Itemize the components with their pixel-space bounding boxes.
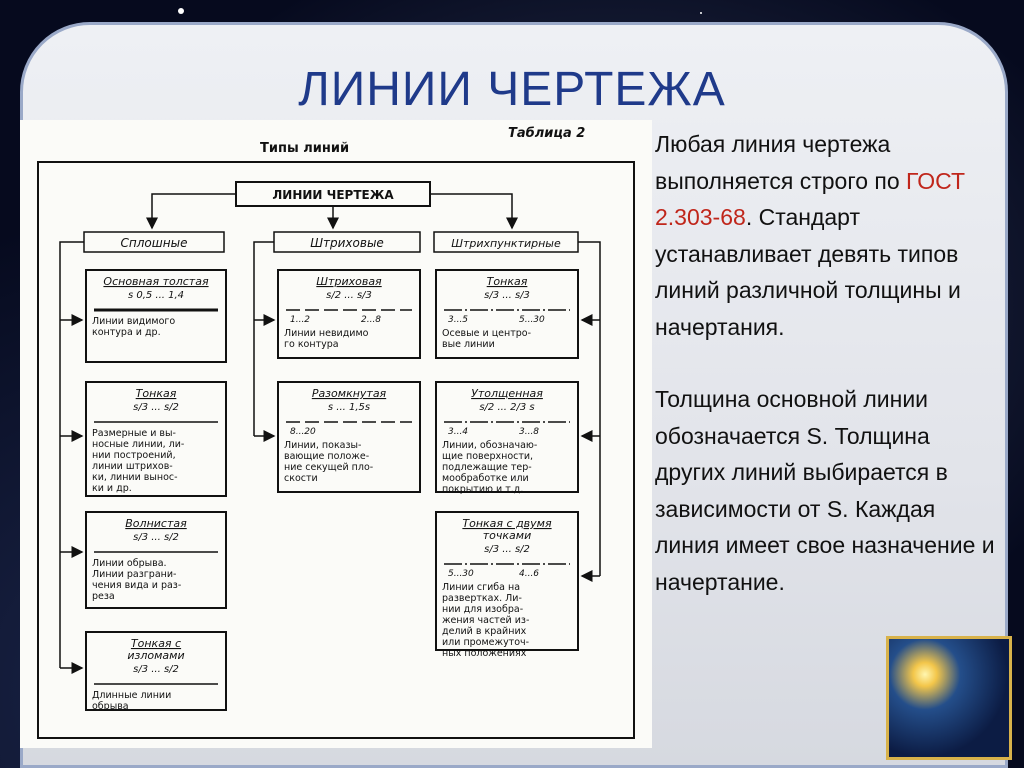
line-type-description: мообработке или <box>442 473 529 484</box>
line-type-description: ных положениях <box>442 648 527 659</box>
line-type-box <box>435 381 579 493</box>
description-text: Любая линия чертежа выполняется строго п… <box>655 126 1005 600</box>
line-type-description: или промежуточ- <box>442 637 529 648</box>
line-thickness: s/2 ... 2/3 s <box>479 402 534 413</box>
line-thickness: s 0,5 ... 1,4 <box>128 290 184 301</box>
line-type-box <box>85 381 227 497</box>
paragraph-2: Толщина основной линии обозначается S. Т… <box>655 386 995 595</box>
line-type-description: Осевые и центро- <box>442 328 531 339</box>
line-type-description: Линии обрыва. <box>92 558 167 569</box>
astronaut-illustration <box>886 636 1012 760</box>
line-type-description: нии для изобра- <box>442 604 523 615</box>
line-type-name: Волнистая <box>125 517 187 530</box>
outer-frame <box>37 161 635 739</box>
line-type-name: Основная толстая <box>103 275 209 288</box>
line-type-name: Тонкая <box>136 387 177 400</box>
table-label: Таблица 2 <box>508 126 585 141</box>
line-type-description: ние секущей пло- <box>284 462 373 473</box>
line-type-box <box>277 381 421 493</box>
line-type-description: делий в крайних <box>442 626 527 637</box>
line-thickness: s ... 1,5s <box>328 402 370 413</box>
line-type-description: линии штрихов- <box>92 461 173 472</box>
p1-end: . Стандарт устанавливает девять типов ли… <box>655 204 961 340</box>
group-dashdot-label: Штрихпунктирные <box>451 237 561 250</box>
line-type-name: Разомкнутая <box>312 387 387 400</box>
line-type-description: обрыва <box>92 701 129 712</box>
line-type-description: скости <box>284 473 318 484</box>
star <box>700 12 702 14</box>
line-type-description: чения вида и раз- <box>92 580 181 591</box>
line-type-name: изломами <box>127 649 184 662</box>
group-dashed-label: Штриховые <box>310 236 384 250</box>
line-type-box <box>85 631 227 711</box>
line-type-description: вающие положе- <box>284 451 369 462</box>
line-type-name: точками <box>483 529 531 542</box>
line-thickness: s/3 ... s/2 <box>484 544 530 555</box>
line-type-box <box>435 269 579 359</box>
line-type-description: подлежащие тер- <box>442 462 532 473</box>
dimension-label: 3...5 <box>448 315 468 325</box>
line-type-description: Линии, обозначаю- <box>442 440 537 451</box>
line-type-description: покрытию и т.д. <box>442 484 523 495</box>
line-type-description: вые линии <box>442 339 495 350</box>
line-type-description: реза <box>92 591 115 602</box>
dimension-label: 5...30 <box>448 569 474 579</box>
line-type-description: го контура <box>284 339 339 350</box>
paragraph-1: Любая линия чертежа выполняется строго п… <box>655 126 1005 345</box>
dimension-label: 3...8 <box>519 427 539 437</box>
line-type-description: ки и др. <box>92 483 132 494</box>
line-type-description: Линии, показы- <box>284 440 361 451</box>
slide-title: ЛИНИИ ЧЕРТЕЖА <box>298 63 726 116</box>
line-thickness: s/3 ... s/3 <box>484 290 530 301</box>
diagram-svg: Таблица 2 Типы линий ЛИНИИ ЧЕРТЕЖА Сплош… <box>37 126 635 739</box>
line-thickness: s/3 ... s/2 <box>133 532 179 543</box>
p1-start: Любая линия чертежа выполняется строго п… <box>655 131 900 194</box>
line-type-description: ки, линии вынос- <box>92 472 178 483</box>
root-label: ЛИНИИ ЧЕРТЕЖА <box>272 188 394 202</box>
dimension-label: 8...20 <box>290 427 316 437</box>
line-type-box <box>85 269 227 363</box>
line-type-name: Тонкая с <box>131 637 181 650</box>
gost-reference: ГОСТ 2.303-68 <box>655 167 965 231</box>
line-type-box <box>85 511 227 609</box>
line-type-name: Тонкая <box>487 275 528 288</box>
line-type-name: Утолщенная <box>471 387 543 400</box>
line-type-name: Штриховая <box>316 275 382 288</box>
line-thickness: s/3 ... s/2 <box>133 402 179 413</box>
star <box>178 8 184 14</box>
line-thickness: s/2 ... s/3 <box>326 290 372 301</box>
dimension-label: 3...4 <box>448 427 468 437</box>
diagram-heading: Типы линий <box>260 141 349 156</box>
dimension-label: 4...6 <box>519 569 539 579</box>
dimension-label: 5...30 <box>519 315 545 325</box>
line-type-box <box>277 269 421 359</box>
line-type-name: Тонкая с двумя <box>462 517 552 530</box>
line-type-description: Длинные линии <box>92 690 171 701</box>
line-type-description: Размерные и вы- <box>92 428 176 439</box>
line-type-description: нии построений, <box>92 450 176 461</box>
line-type-description: контура и др. <box>92 327 161 338</box>
line-thickness: s/3 ... s/2 <box>133 664 179 675</box>
line-type-description: Линии разграни- <box>92 569 176 580</box>
line-type-description: Линии видимого <box>92 316 175 327</box>
dimension-label: 2...8 <box>361 315 381 325</box>
line-types-diagram: Таблица 2 Типы линий ЛИНИИ ЧЕРТЕЖА Сплош… <box>20 120 652 748</box>
line-type-description: носные линии, ли- <box>92 439 184 450</box>
line-type-description: щие поверхности, <box>442 451 533 462</box>
line-type-box <box>435 511 579 651</box>
dimension-label: 1...2 <box>290 315 310 325</box>
line-type-description: жения частей из- <box>442 615 529 626</box>
line-type-description: развертках. Ли- <box>442 593 522 604</box>
line-type-description: Линии сгиба на <box>442 582 520 593</box>
group-solid-label: Сплошные <box>121 236 188 250</box>
line-type-description: Линии невидимо <box>284 328 369 339</box>
